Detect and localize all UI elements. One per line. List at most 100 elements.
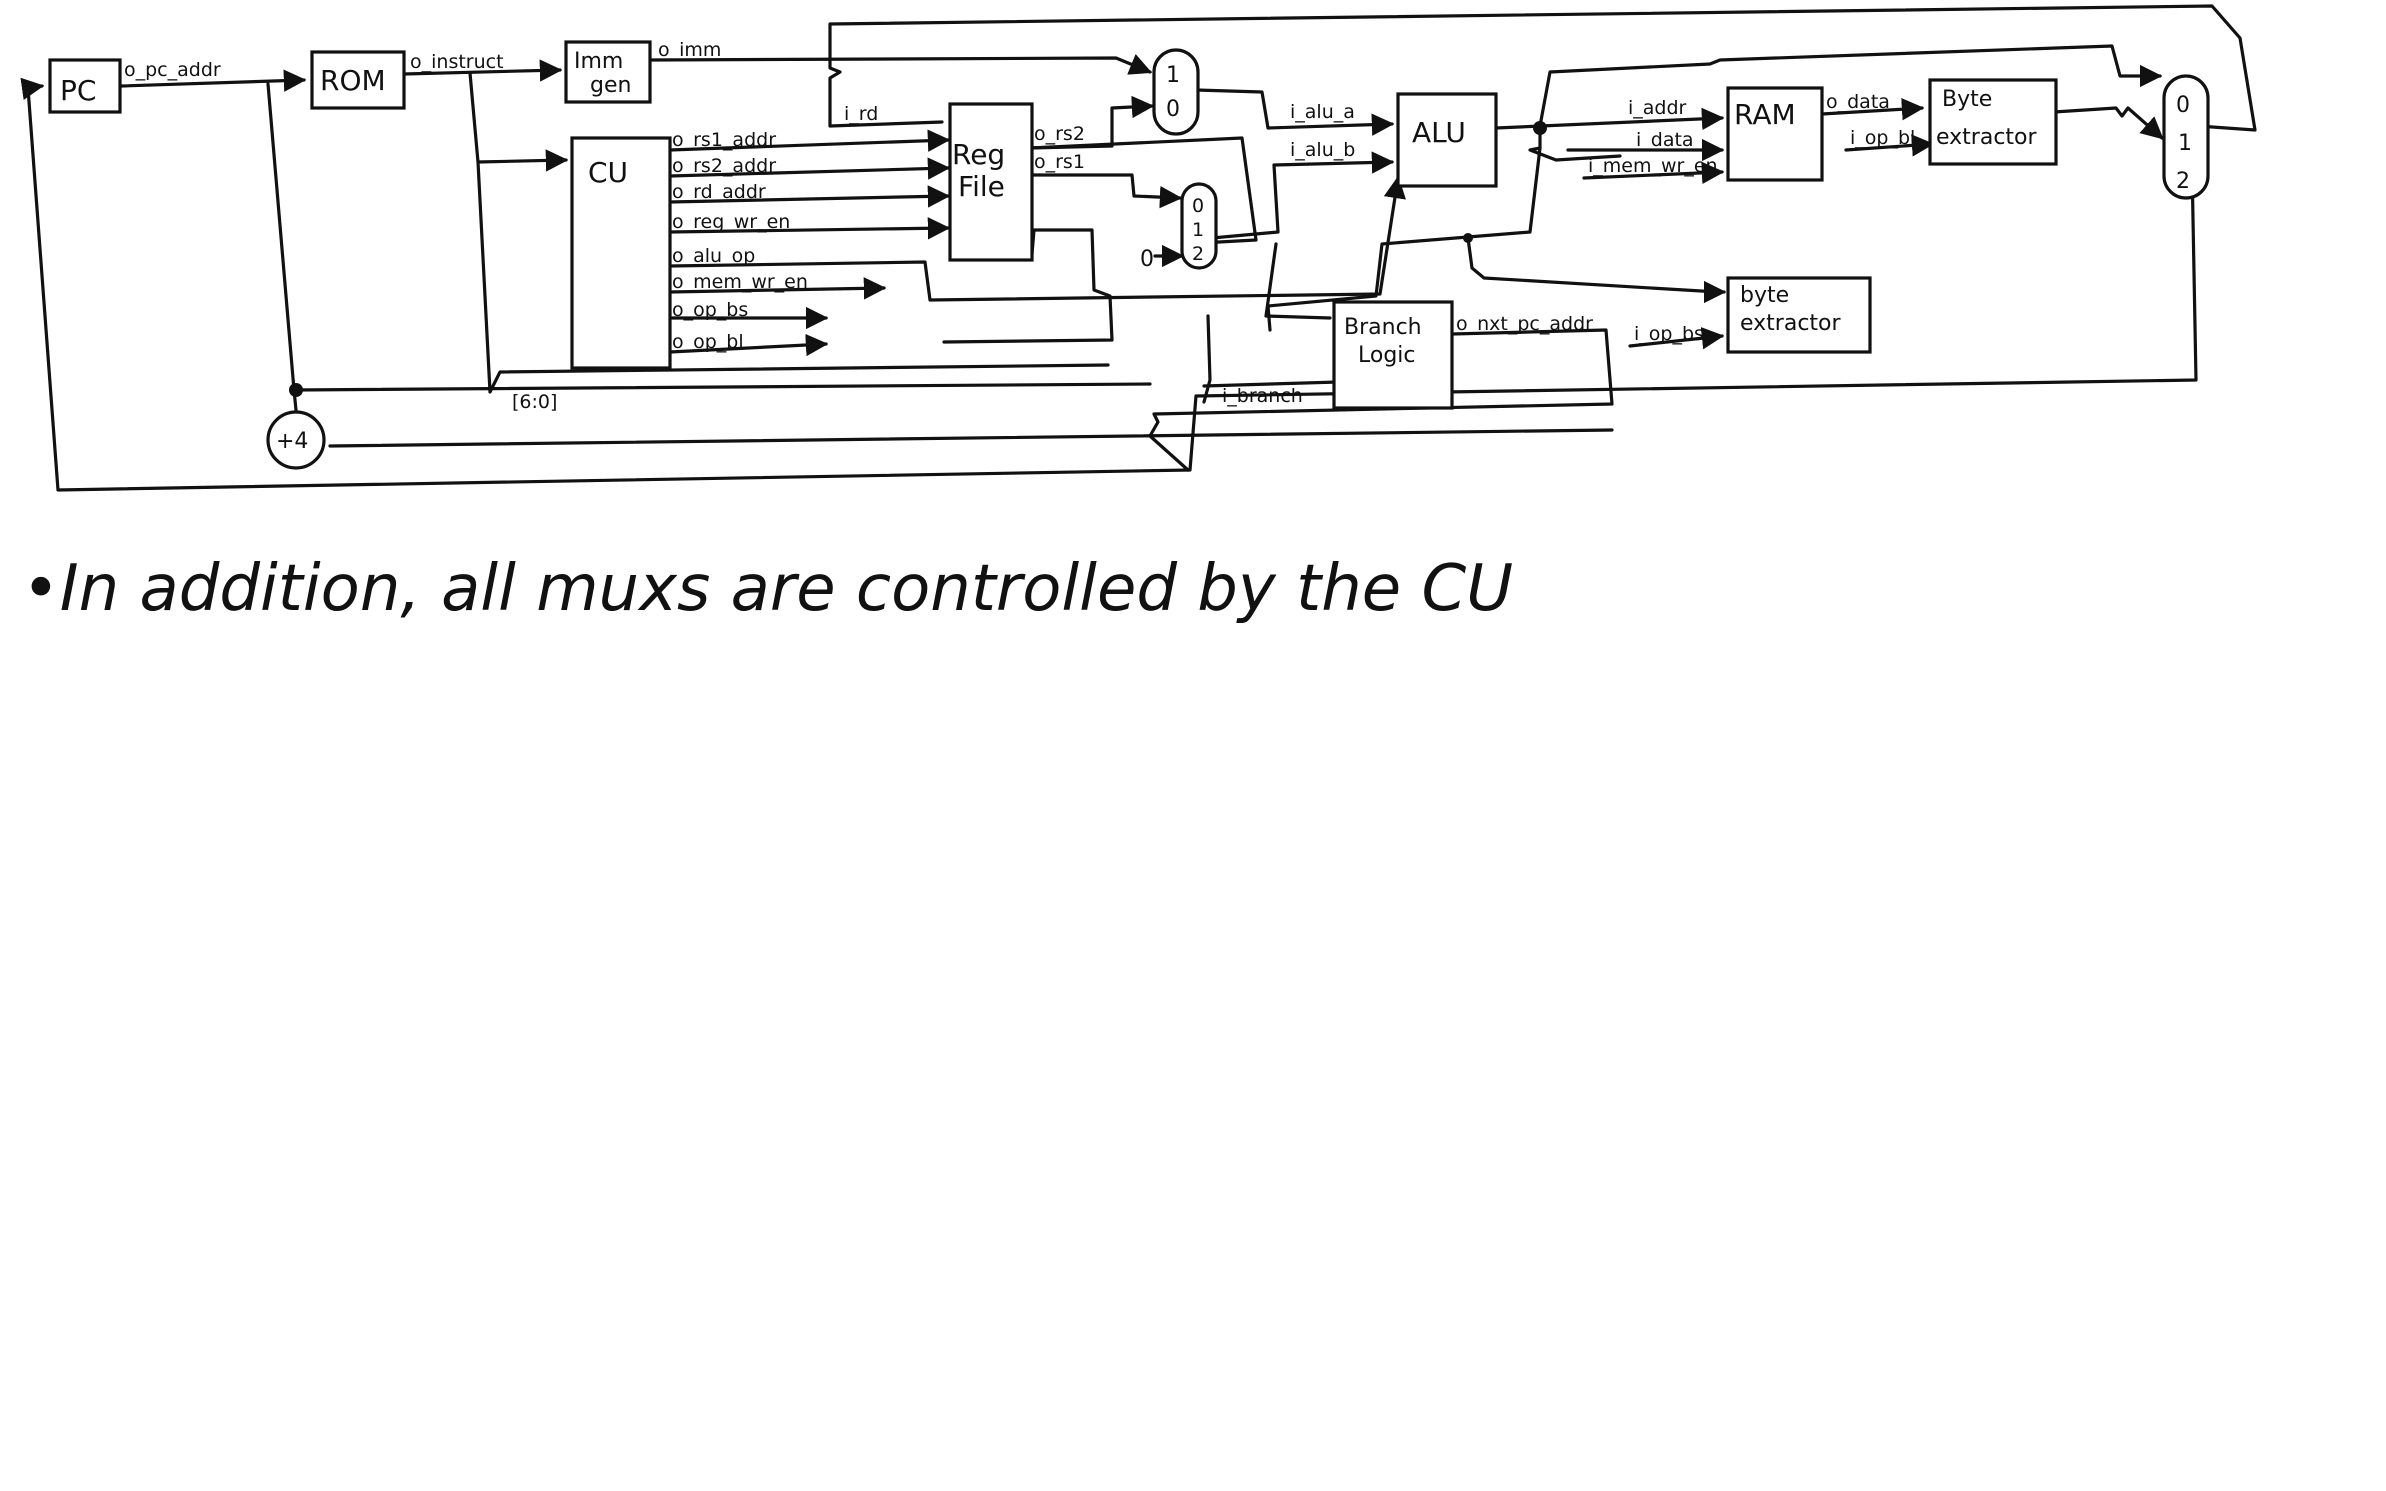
wire-rom-cu	[468, 71, 569, 172]
label-i-data: i_data	[1636, 129, 1694, 151]
wire-opbs-bytext	[1628, 327, 1725, 350]
wire-alu-bus	[1528, 124, 1622, 162]
mux-b-input-2: 2	[1192, 243, 1204, 265]
label-i-op-bl: i_op_bl	[1850, 127, 1915, 149]
wire-rs2-muxb	[1028, 136, 1258, 246]
wire-adder-out	[328, 428, 1614, 448]
signal-labels: o_pc_addr o_instruct o_imm i_rd o_rs1_ad…	[124, 39, 1915, 413]
branch-logic-block: Branch Logic	[1332, 300, 1454, 410]
byte-extractor-top-label-1: Byte	[1942, 87, 1992, 112]
label-bits-6-0: [6:0]	[512, 391, 557, 413]
mux-b: 0 1 2	[1180, 182, 1218, 270]
label-i-alu-b: i_alu_b	[1290, 139, 1355, 161]
pc-label: PC	[60, 74, 96, 107]
wire-rom-immgen	[402, 59, 563, 82]
ram-label: RAM	[1734, 98, 1796, 131]
label-o-instruct: o_instruct	[410, 51, 504, 73]
wire-instruct-bits	[476, 160, 1110, 394]
byte-extractor-top-block: Byte extractor	[1928, 78, 2058, 166]
wire-reg-wr-en	[668, 217, 951, 240]
branch-logic-label-2: Logic	[1358, 343, 1416, 368]
wire-op-bl	[668, 333, 829, 357]
label-o-pc-addr: o_pc_addr	[124, 59, 221, 81]
cu-label: CU	[588, 156, 628, 189]
junctions	[289, 121, 1547, 397]
wire-rs1-muxb	[1028, 173, 1183, 209]
byte-extractor-top-label-2: extractor	[1936, 125, 2038, 150]
wires	[20, 4, 2257, 492]
wire-pc-rom	[120, 69, 307, 92]
wire-branch-loop	[1202, 314, 1212, 404]
byte-extractor-bottom-label-1: byte	[1740, 283, 1789, 308]
regfile-label-1: Reg	[952, 138, 1005, 171]
wire-pc-feedback	[20, 77, 2198, 492]
wire-rs2-addr	[668, 157, 951, 180]
wire-opbl-bytext	[1844, 134, 1935, 157]
note-text: •In addition, all muxs are controlled by…	[22, 552, 1513, 626]
alu-label: ALU	[1412, 116, 1466, 149]
wire-branch-in	[1202, 380, 1340, 388]
label-o-rs2: o_rs2	[1034, 123, 1085, 145]
label-o-mem-wr-en: o_mem_wr_en	[672, 271, 808, 293]
label-i-addr: i_addr	[1628, 97, 1687, 119]
wire-branch-out	[1148, 328, 1614, 472]
wire-writeback-bus	[828, 4, 2257, 132]
mux-a: 1 0	[1152, 48, 1200, 136]
adder-label: +4	[276, 429, 308, 454]
label-i-rd: i_rd	[844, 103, 878, 125]
wire-mem-wren-ram	[1582, 161, 1725, 185]
wire-bytext-wbmux	[2052, 106, 2164, 140]
wire-pcaddr-branch	[292, 382, 1152, 392]
wire-rs1-addr	[668, 129, 951, 152]
wire-imm-muxa	[648, 53, 1153, 75]
label-o-data: o_data	[1826, 91, 1890, 113]
immgen-block: Imm gen	[564, 40, 652, 104]
label-o-op-bl: o_op_bl	[672, 331, 744, 353]
adder-block: +4	[266, 410, 326, 470]
pc-block: PC	[48, 58, 122, 114]
mux-wb-input-0: 0	[2176, 93, 2190, 118]
label-o-rs2-addr: o_rs2_addr	[672, 155, 776, 177]
regfile-block: Reg File	[948, 102, 1034, 262]
mux-wb-input-2: 2	[2176, 169, 2190, 194]
byte-extractor-bottom-block: byte extractor	[1726, 276, 1872, 354]
mux-b-input-1: 1	[1192, 219, 1204, 241]
rom-block: ROM	[310, 50, 406, 110]
branch-logic-label-1: Branch	[1344, 315, 1422, 340]
label-o-nxt-pc-addr: o_nxt_pc_addr	[1456, 313, 1593, 335]
label-o-reg-wr-en: o_reg_wr_en	[672, 211, 790, 233]
mux-a-input-1: 0	[1166, 97, 1180, 122]
label-i-mem-wr-en: i_mem_wr_en	[1588, 155, 1718, 177]
regfile-label-2: File	[958, 170, 1005, 203]
mux-a-input-0: 1	[1166, 63, 1180, 88]
wire-rd-addr	[668, 185, 951, 208]
immgen-label-2: gen	[590, 73, 631, 98]
label-o-alu-op: o_alu_op	[672, 245, 755, 267]
label-i-alu-a: i_alu_a	[1290, 101, 1355, 123]
wire-alu-ram	[1494, 107, 1725, 131]
wire-rs2-bytext	[1466, 236, 1727, 304]
mux-b-input-0: 0	[1192, 195, 1204, 217]
immgen-label-1: Imm	[574, 49, 623, 74]
wire-branch-rs	[1264, 242, 1332, 320]
label-const-zero: 0	[1140, 247, 1154, 272]
wire-muxa-alua	[1194, 88, 1395, 136]
wire-muxb-alub	[1210, 151, 1395, 240]
byte-extractor-bottom-label-2: extractor	[1740, 311, 1842, 336]
label-o-rs1: o_rs1	[1034, 151, 1085, 173]
wire-alu-op	[668, 175, 1406, 302]
ram-block: RAM	[1726, 86, 1824, 182]
cu-block: CU	[570, 136, 672, 370]
label-o-imm: o_imm	[658, 39, 721, 61]
wire-alu-wb	[1538, 44, 2163, 128]
alu-block: ALU	[1396, 92, 1498, 188]
label-i-op-bs: i_op_bs	[1634, 323, 1704, 345]
mux-wb-input-1: 1	[2178, 131, 2192, 156]
label-o-rd-addr: o_rd_addr	[672, 181, 766, 203]
mux-wb: 0 1 2	[2162, 74, 2210, 200]
wire-ram-bytext	[1820, 98, 1925, 121]
rom-label: ROM	[320, 64, 386, 97]
wire-pcaddr-adder	[266, 82, 298, 412]
label-o-op-bs: o_op_bs	[672, 299, 748, 321]
